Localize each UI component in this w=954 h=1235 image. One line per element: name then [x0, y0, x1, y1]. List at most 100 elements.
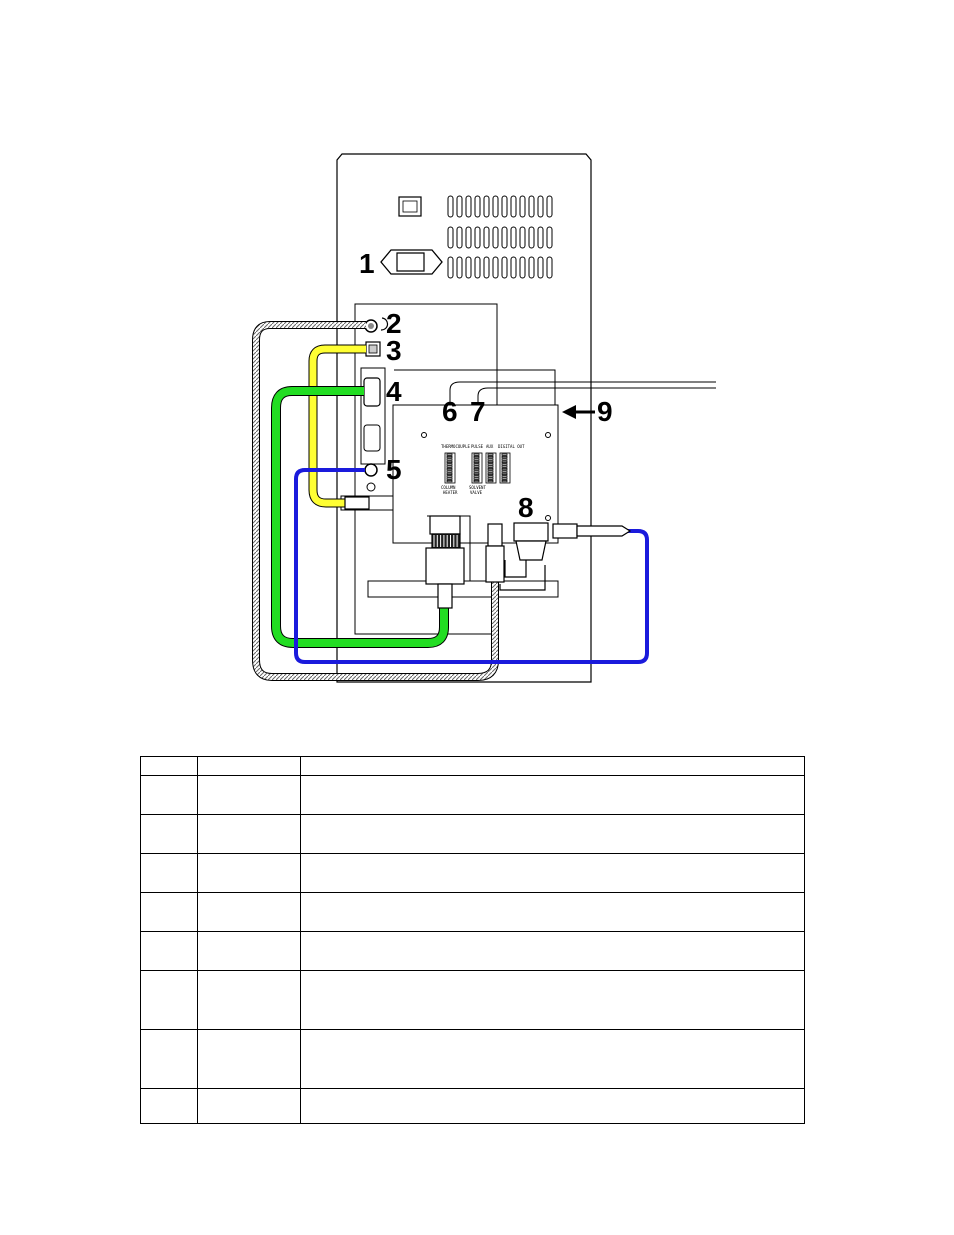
terminal-screw: [501, 465, 508, 468]
table-row: [140, 892, 805, 932]
vent-slot: [537, 195, 544, 218]
terminal-screw: [487, 479, 494, 483]
board-label-valve: VALVE: [470, 490, 483, 495]
table-cell: [140, 892, 198, 932]
header-cell: [197, 756, 301, 776]
vent-slot: [537, 226, 544, 249]
vent-slot: [474, 195, 481, 218]
vent-slot: [519, 226, 526, 249]
vent-slot: [510, 226, 517, 249]
serial-port: [363, 377, 381, 407]
terminal-screw: [501, 467, 508, 471]
terminal-block: [499, 452, 511, 484]
vent-slot: [510, 256, 517, 279]
terminal-screw: [446, 460, 453, 464]
header-cell: [300, 756, 805, 776]
terminal-screw: [501, 472, 508, 476]
vent-slot: [528, 195, 535, 218]
vent-slot: [510, 195, 517, 218]
table-cell: [197, 1029, 301, 1089]
terminal-screw: [501, 455, 508, 459]
vent-slot: [456, 256, 463, 279]
sensor-wires: [394, 369, 716, 405]
vent-slot: [546, 195, 553, 218]
terminal-screw: [501, 470, 508, 473]
terminal-screw: [487, 460, 494, 464]
terminal-screw: [473, 460, 480, 464]
vent-slot: [465, 195, 472, 218]
table-row: [140, 970, 805, 1030]
board-label-pulse: PULSE: [471, 444, 484, 449]
terminal-screw: [487, 475, 494, 478]
board-label-solvent: SOLVENT: [469, 485, 486, 490]
terminal-screw: [487, 465, 494, 468]
vent-slot: [492, 226, 499, 249]
terminal-screw: [487, 467, 494, 471]
vent-slot: [447, 256, 454, 279]
table-row: [140, 1029, 805, 1089]
vent-slot: [474, 256, 481, 279]
terminal-screw: [473, 470, 480, 473]
callout-7: 7: [470, 396, 486, 427]
terminal-screw: [473, 479, 480, 483]
vent-slot: [528, 256, 535, 279]
table-cell: [300, 970, 805, 1030]
table-row: [140, 1088, 805, 1124]
vent-slot: [456, 195, 463, 218]
callout-2: 2: [386, 308, 402, 339]
table-cell: [140, 970, 198, 1030]
terminal-screw: [446, 479, 453, 483]
terminal-screw: [501, 458, 508, 461]
board-label-heater: HEATER: [443, 490, 458, 495]
vent-slot: [447, 195, 454, 218]
vent-slot: [456, 226, 463, 249]
vent-slot: [501, 256, 508, 279]
vent-slot: [501, 226, 508, 249]
table-cell: [197, 775, 301, 815]
table-cell: [300, 1029, 805, 1089]
table-cell: [140, 853, 198, 893]
terminal-screw: [487, 453, 494, 456]
board-label-thermocouple: THERMOCOUPLE: [441, 444, 470, 449]
callout-9-arrow: [562, 405, 595, 419]
terminal-screw: [446, 453, 453, 456]
terminal-block: [485, 452, 497, 484]
terminal-screw: [473, 455, 480, 459]
terminal-block: [444, 452, 456, 484]
ventilation-grille: [447, 195, 553, 279]
table-cell: [197, 814, 301, 854]
terminal-screw: [487, 470, 494, 473]
vent-slot: [492, 256, 499, 279]
vent-slot: [528, 226, 535, 249]
callout-5: 5: [386, 454, 402, 485]
vent-slot: [483, 226, 490, 249]
terminal-screw: [446, 463, 453, 466]
terminal-screw: [501, 479, 508, 483]
terminal-screw: [501, 477, 508, 480]
table-cell: [300, 892, 805, 932]
terminal-screw: [473, 475, 480, 478]
terminal-screw: [446, 477, 453, 480]
terminal-screw: [446, 465, 453, 468]
table-cell: [300, 1088, 805, 1124]
terminal-screw: [446, 472, 453, 476]
terminal-screw: [501, 475, 508, 478]
terminal-screw: [487, 458, 494, 461]
table-cell: [197, 970, 301, 1030]
vent-slot: [519, 195, 526, 218]
terminal-screw: [446, 458, 453, 461]
vent-slot: [519, 256, 526, 279]
table-cell: [140, 1029, 198, 1089]
power-inlet: [380, 249, 443, 275]
table-cell: [300, 931, 805, 971]
vent-slot: [546, 226, 553, 249]
vent-slot: [483, 256, 490, 279]
callout-4: 4: [386, 376, 402, 407]
table-cell: [140, 775, 198, 815]
connection-diagram: THERMOCOUPLE PULSE AUX DIGITAL OUT COLUM…: [252, 153, 716, 683]
table-cell: [300, 775, 805, 815]
table-header-row: [140, 756, 805, 776]
callout-9: 9: [597, 396, 613, 427]
callout-3: 3: [386, 335, 402, 366]
vent-slot: [483, 195, 490, 218]
